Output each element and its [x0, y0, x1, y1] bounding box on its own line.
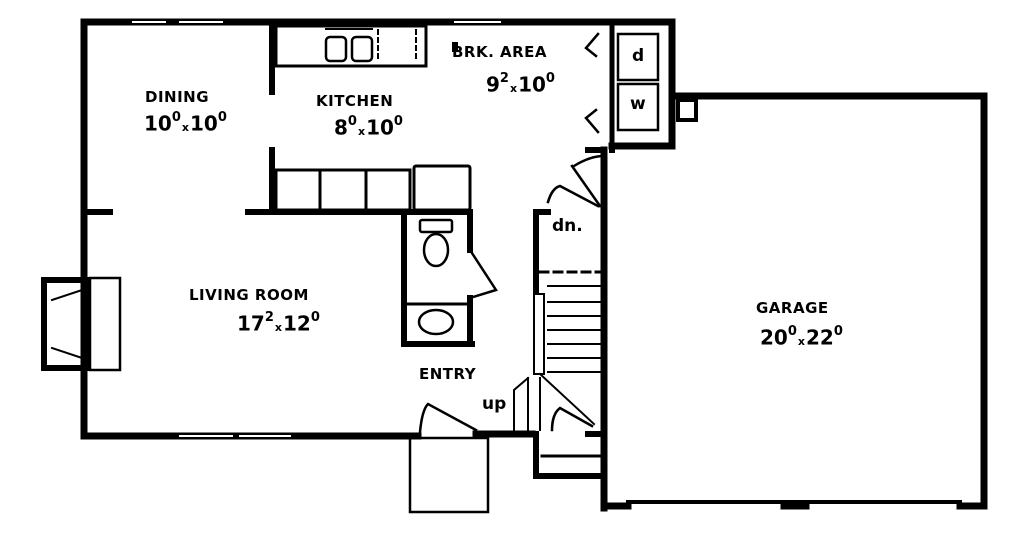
- stairs-up-label: up: [482, 394, 507, 414]
- living-room-dimensions: 172x120: [237, 310, 320, 336]
- brk-area-label: BRK. AREA: [452, 43, 548, 61]
- fireplace: [41, 276, 122, 372]
- interior-walls: [81, 25, 615, 479]
- washer-label: w: [630, 94, 646, 114]
- powder-room: [406, 218, 498, 336]
- kitchen-dimensions: 80x100: [334, 114, 403, 140]
- dryer-label: d: [632, 46, 645, 66]
- dining-dimensions: 100x100: [144, 110, 227, 136]
- stairs-down-label: dn.: [552, 216, 583, 236]
- dining-label: DINING: [145, 88, 210, 106]
- entry-porch: [408, 436, 490, 514]
- kitchen-label: KITCHEN: [316, 92, 394, 110]
- windows: [132, 21, 501, 437]
- entry-label: ENTRY: [419, 365, 477, 383]
- garage-label: GARAGE: [756, 299, 829, 317]
- laundry-closet: [584, 21, 660, 149]
- kitchen-upper-counter: [274, 24, 428, 68]
- living-room-label: LIVING ROOM: [189, 286, 309, 304]
- staircase: [513, 270, 602, 458]
- kitchen-lower-counter: [274, 164, 472, 212]
- garage-dimensions: 200x220: [760, 324, 843, 350]
- kitchen-sink: [324, 28, 417, 63]
- garage-walls: [600, 92, 988, 510]
- garage-chimney-box: [676, 98, 698, 122]
- doors: [418, 154, 606, 434]
- brk-area-dimensions: 92x100: [486, 71, 555, 97]
